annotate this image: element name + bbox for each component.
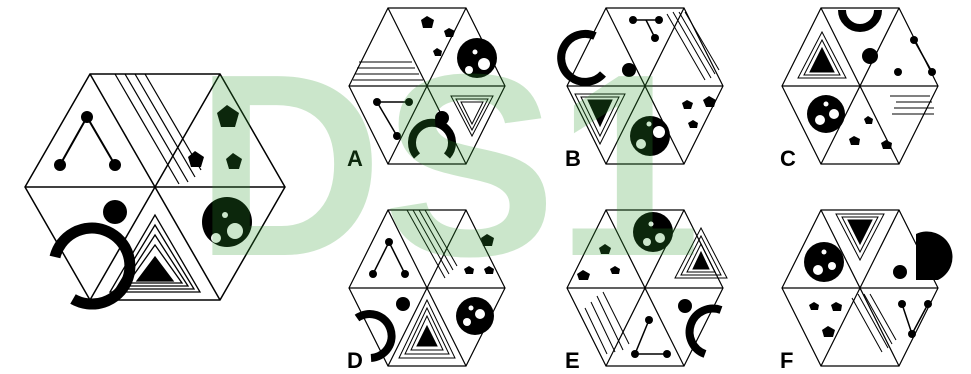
arc-dot-figure [55,200,130,304]
option-label-f: F [780,348,793,373]
option-label-e: E [565,348,580,373]
option-c-hexagon[interactable] [782,8,938,164]
option-f-hexagon[interactable] [782,210,952,366]
option-label-d: D [347,348,363,373]
watermark-text: DS1 [195,21,701,311]
option-label-c: C [780,146,796,171]
